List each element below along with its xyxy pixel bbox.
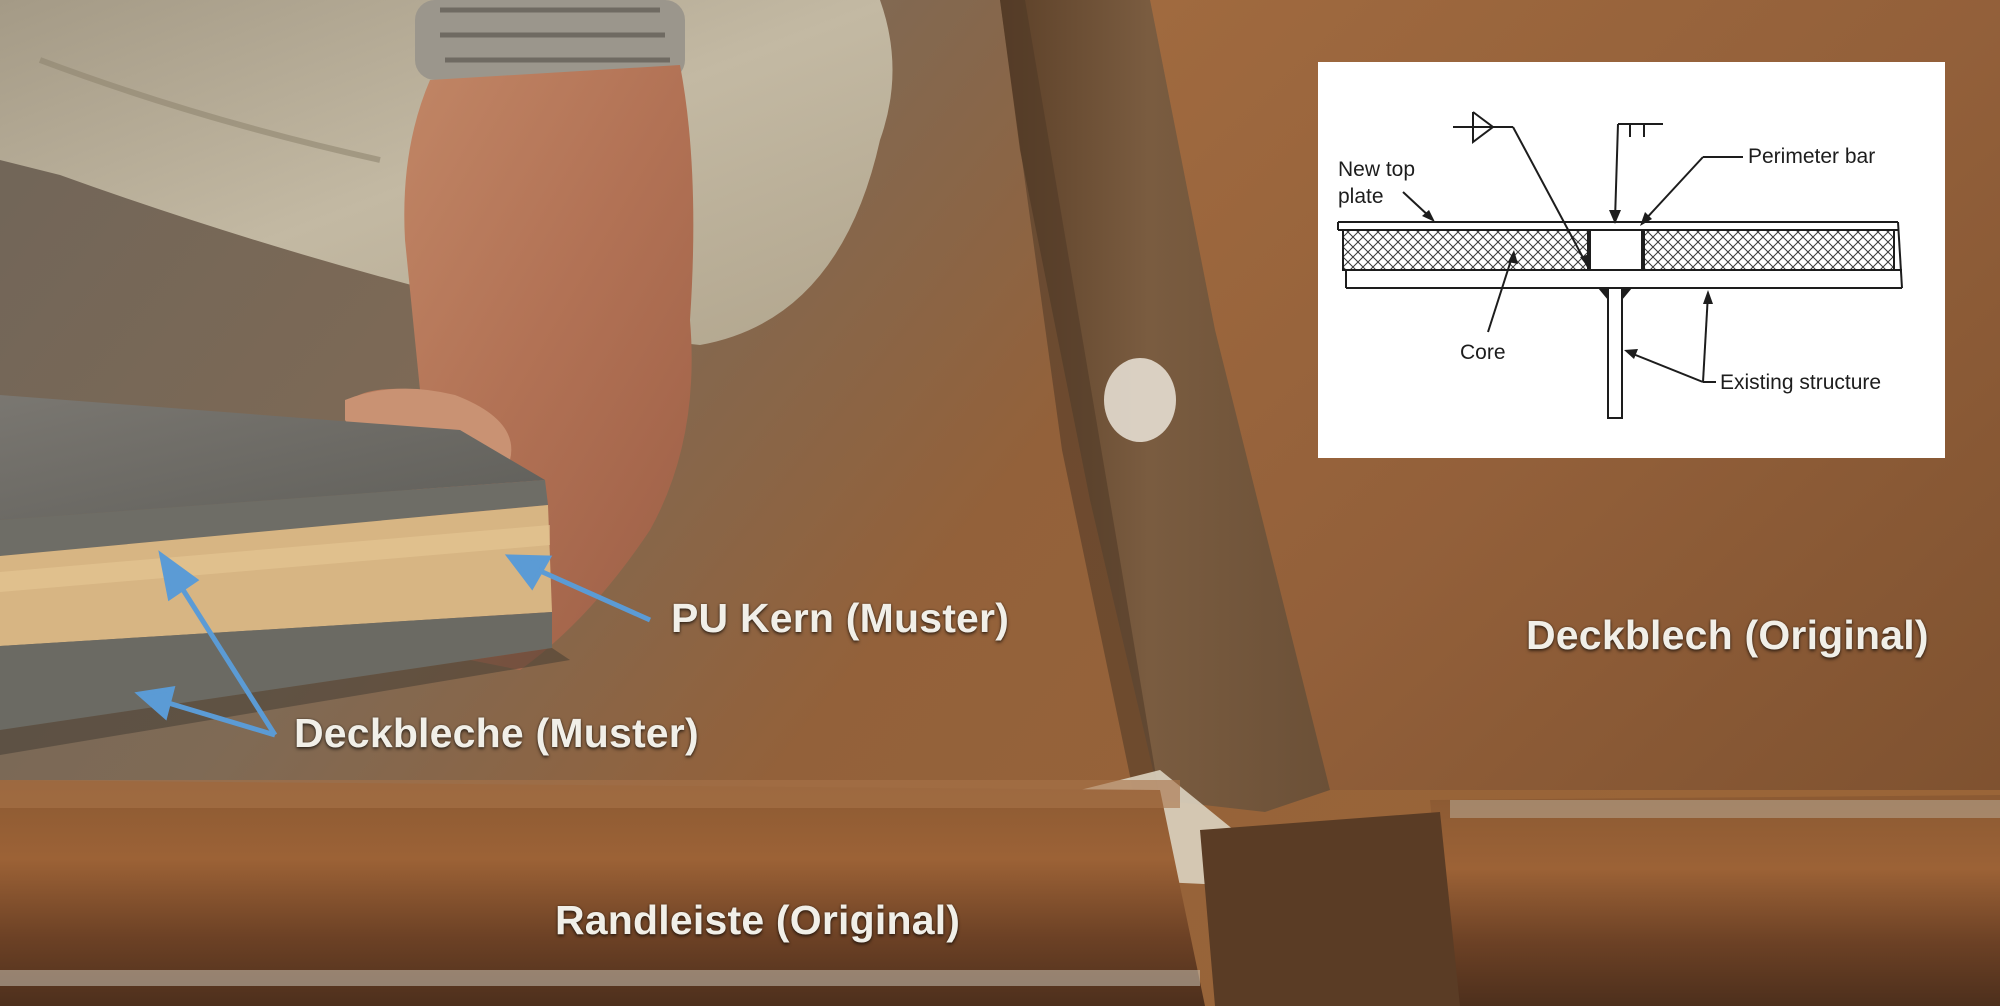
weld-symbol-left-triangle — [1472, 111, 1495, 144]
label-core: Core — [1460, 341, 1506, 364]
perimeter-bar-leader-head — [1640, 212, 1652, 226]
stiffener-edge — [1000, 0, 1160, 800]
watch-band-lines — [440, 7, 670, 63]
diagram-drawing: New top plate Perimeter bar Core Existin… — [1337, 111, 1903, 419]
perimeter-bar-leader-diag — [1642, 156, 1704, 223]
existing-leader-2 — [1702, 293, 1709, 383]
arrow-to-upper-sheet — [177, 583, 278, 737]
arrow-head-pu-core — [504, 554, 553, 591]
existing-leader-1-head — [1624, 349, 1638, 359]
annotation-arrows — [134, 550, 652, 738]
sample-core-highlight — [0, 525, 550, 592]
existing-leader-1 — [1627, 351, 1704, 383]
label-perimeter-bar: Perimeter bar — [1748, 145, 1875, 168]
label-existing-structure: Existing structure — [1720, 371, 1881, 394]
weld-leader-left-head — [1580, 254, 1590, 270]
arrow-to-lower-sheet — [164, 699, 276, 738]
arrow-head-lower-sheet — [134, 685, 176, 721]
sample-sheet-top — [0, 395, 545, 520]
sample-edge-shadow — [0, 648, 570, 755]
label-cover-plate: Deckblech (Original) — [1526, 612, 1929, 658]
arrow-to-pu-core — [536, 567, 652, 623]
label-cover-sheets: Deckbleche (Muster) — [294, 710, 699, 756]
cross-section-diagram: New top plate Perimeter bar Core Existin… — [1318, 62, 1945, 458]
weld-patch-upper — [1104, 358, 1176, 442]
new-top-plate-leader-head — [1422, 210, 1435, 222]
weld-leader-right — [1614, 123, 1619, 221]
fillet-weld-right — [1622, 288, 1632, 300]
arrow-head-upper-sheet — [158, 550, 200, 602]
weld-leader-left — [1512, 126, 1589, 268]
sample-lower-skin — [0, 612, 552, 730]
bar-gap-shadow — [1200, 812, 1460, 1006]
plate-right-end — [1897, 221, 1903, 289]
core-left — [1342, 229, 1589, 271]
fillet-weld-left — [1598, 288, 1608, 300]
sample-upper-skin — [0, 480, 548, 556]
edge-strip-right — [1430, 795, 2000, 1006]
existing-leader-2-head — [1703, 290, 1713, 304]
edge-strip-right-weld — [1450, 800, 2000, 818]
label-new-top-plate-line1: New top — [1338, 158, 1415, 181]
core-right — [1643, 229, 1895, 271]
perimeter-bar-shape — [1589, 229, 1643, 271]
label-pu-core: PU Kern (Muster) — [671, 595, 1010, 641]
weld-leader-right-head — [1609, 210, 1621, 224]
label-edge-strip: Randleiste (Original) — [555, 897, 961, 943]
stiffener-web — [1607, 287, 1623, 419]
edge-strip-left-highlight — [0, 780, 1180, 808]
core-leader-head — [1508, 250, 1518, 264]
core-leader — [1487, 253, 1514, 333]
trouser-fold — [38, 57, 381, 163]
bottom-weld-seam — [0, 970, 1200, 986]
edge-strip-left — [0, 780, 1205, 1006]
label-new-top-plate-line2: plate — [1338, 185, 1384, 208]
